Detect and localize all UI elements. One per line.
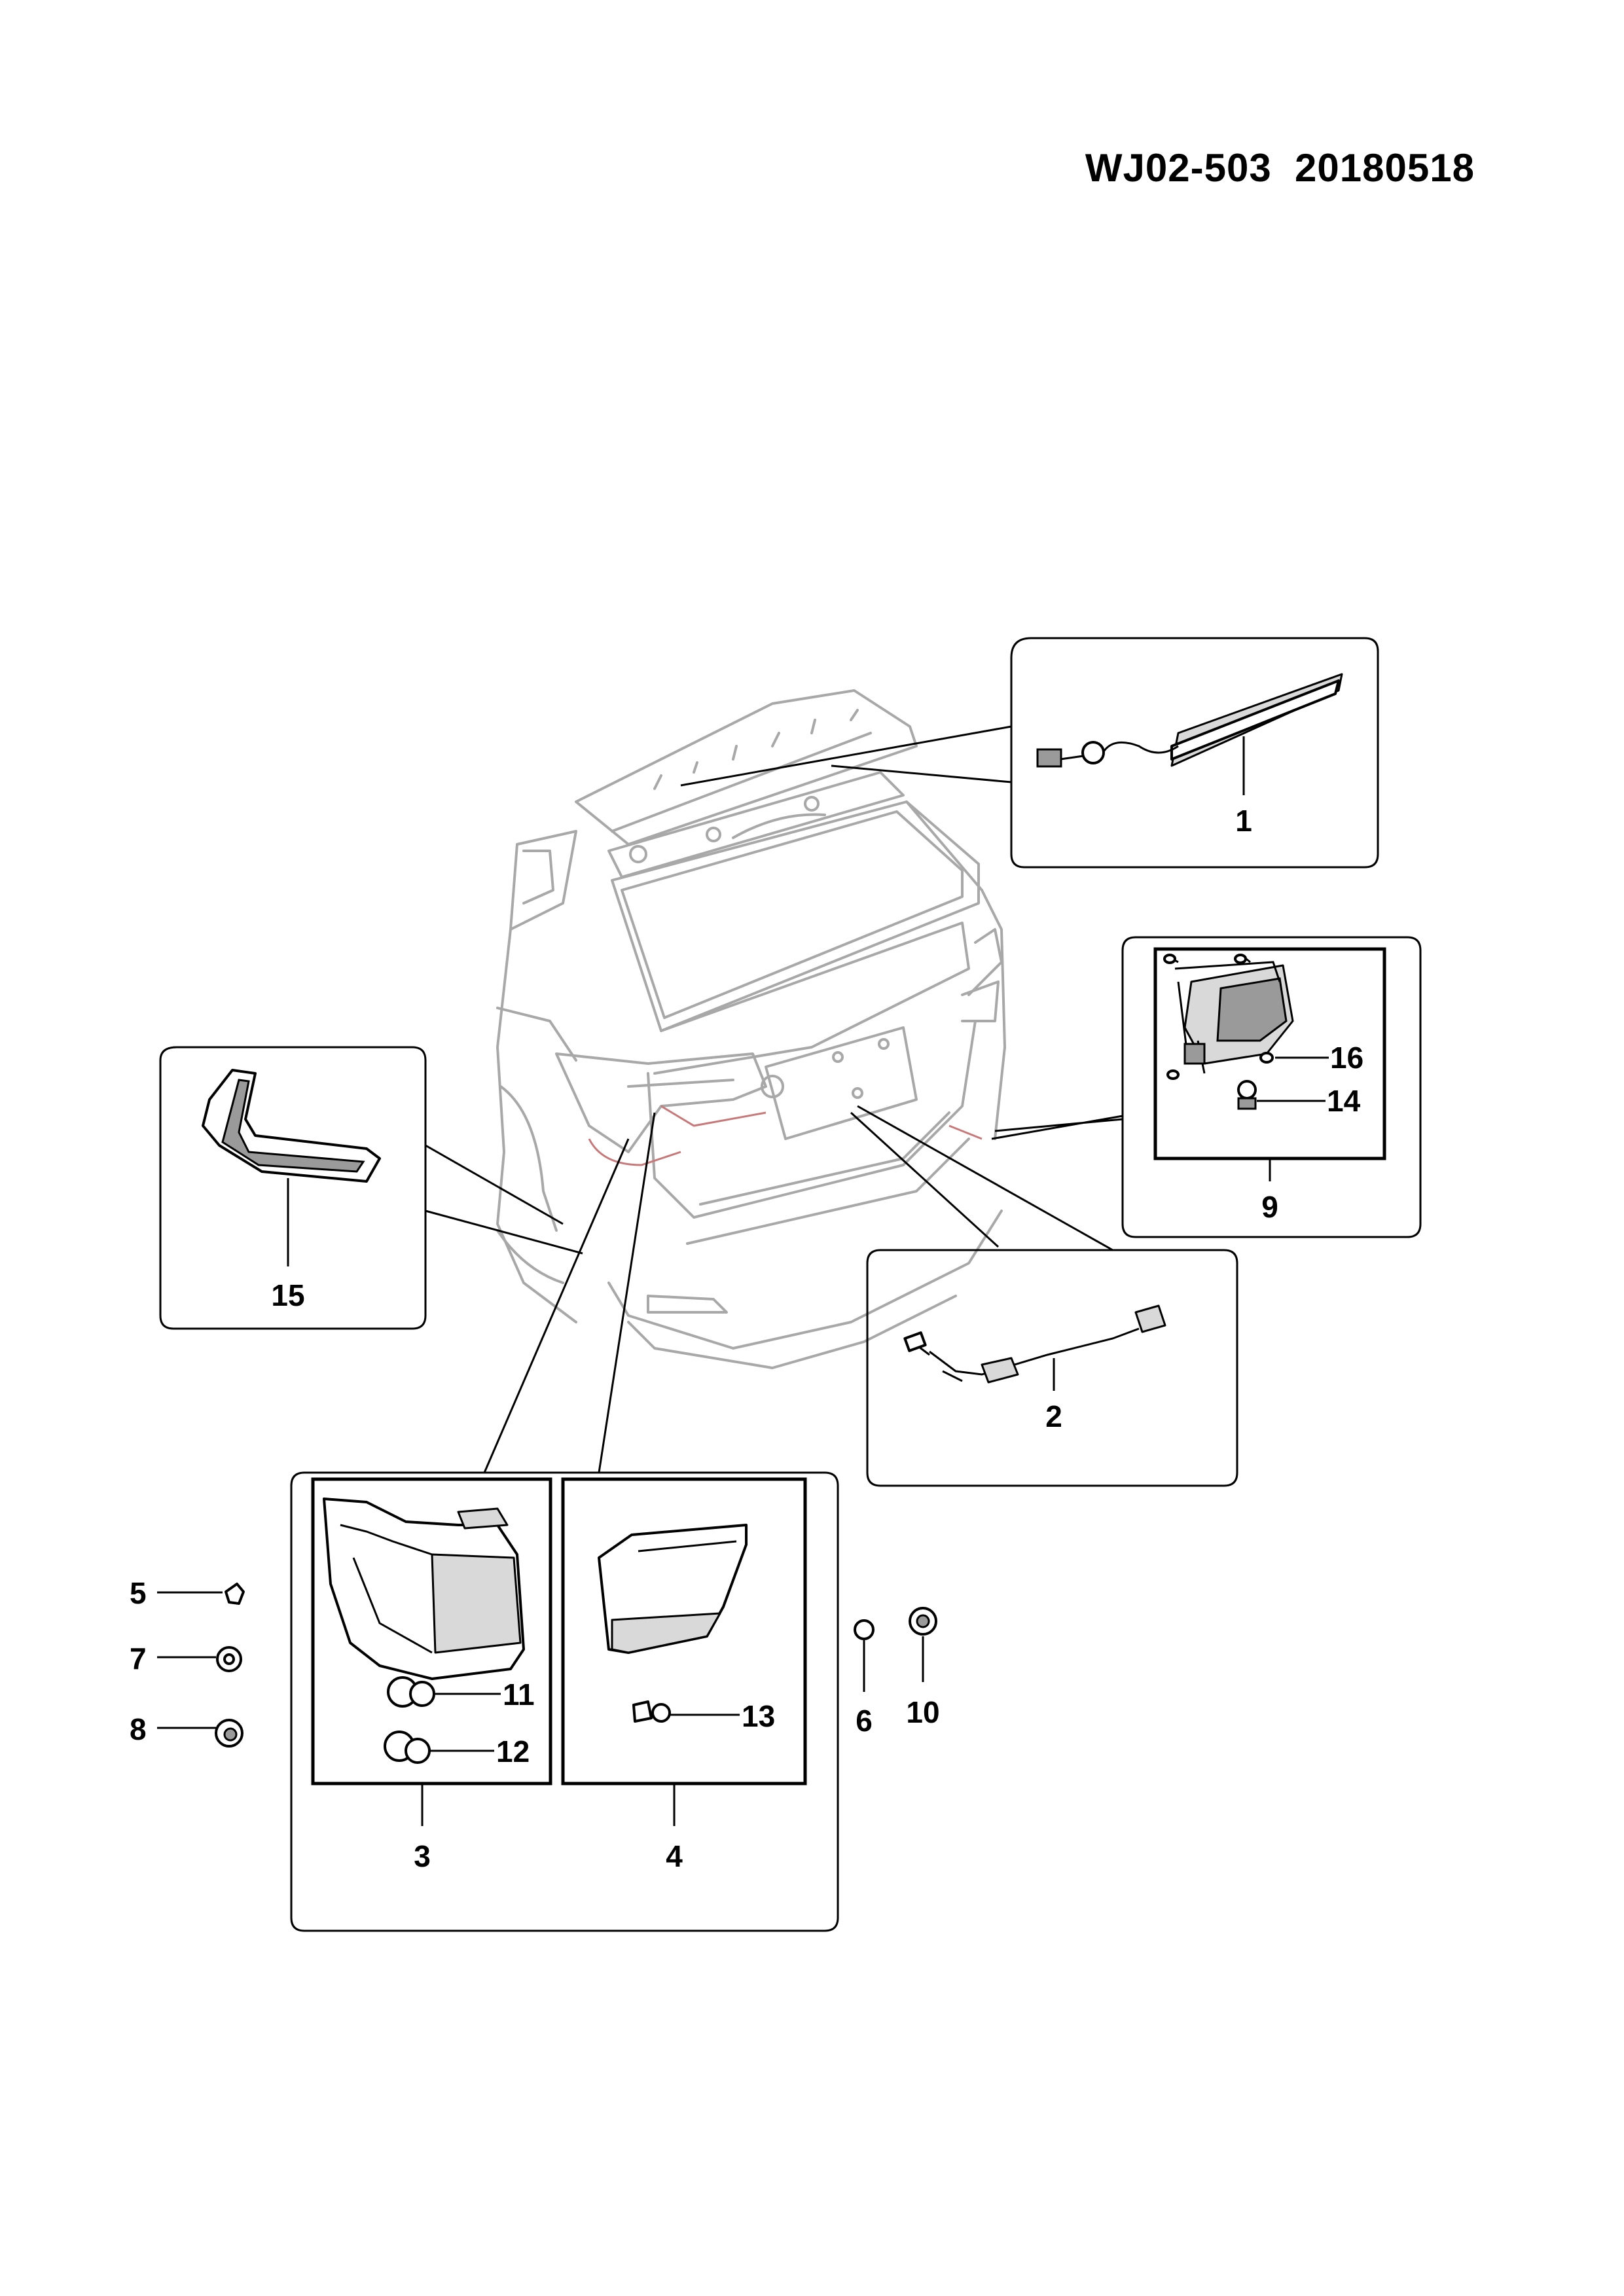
tail-lamp-outer — [323, 1498, 525, 1680]
tail-lamp-inner-frame — [561, 1477, 807, 1785]
bulb-socket-12 — [384, 1731, 431, 1764]
grommet-8: 8 — [130, 1712, 244, 1748]
callout-number-10: 10 — [906, 1695, 939, 1729]
fastener-5: 5 — [130, 1576, 245, 1610]
tail-lamp-outer-frame — [311, 1477, 552, 1785]
callout-number-2: 2 — [1045, 1399, 1062, 1433]
license-lamp-harness — [903, 1304, 1166, 1384]
high-mount-stop-lamp — [1036, 673, 1343, 768]
grommet-10: 10 — [906, 1607, 940, 1729]
drawing-code: WJ02-503 — [1085, 146, 1272, 190]
callout-number-16: 16 — [1330, 1041, 1363, 1075]
rear-reflector-trim — [202, 1069, 381, 1183]
callout-number-14: 14 — [1327, 1084, 1361, 1118]
callout-number-13: 13 — [742, 1699, 775, 1733]
callout-number-7: 7 — [130, 1641, 147, 1676]
tail-lamp-inner — [598, 1524, 748, 1654]
bulb-socket-13 — [632, 1700, 671, 1723]
bulb-socket-11 — [387, 1676, 435, 1708]
callout-box-9: 16 14 9 — [991, 936, 1422, 1238]
callout-number-15: 15 — [271, 1278, 304, 1312]
rear-fog-lamp-assembly — [1163, 954, 1294, 1110]
callout-number-4: 4 — [666, 1839, 683, 1873]
callout-number-9: 9 — [1261, 1190, 1278, 1224]
drawing-date: 20180518 — [1295, 146, 1475, 190]
callout-number-1: 1 — [1235, 804, 1252, 838]
callout-box-2: 2 — [850, 1105, 1238, 1487]
callout-number-11: 11 — [503, 1677, 535, 1712]
drawing-header: WJ02-503 20180518 — [1085, 145, 1475, 190]
callout-number-5: 5 — [130, 1576, 147, 1610]
screw-6: 6 — [854, 1619, 875, 1738]
callout-box-15: 15 — [159, 1046, 583, 1330]
callout-box-tail-lamps: 11 12 3 13 4 — [290, 1112, 839, 1932]
vehicle-rear-illustration — [496, 689, 1006, 1369]
callout-number-3: 3 — [414, 1839, 431, 1873]
callout-number-8: 8 — [130, 1712, 147, 1746]
callout-number-6: 6 — [856, 1704, 873, 1738]
nut-7: 7 — [130, 1641, 242, 1676]
callout-box-1: 1 — [680, 637, 1379, 869]
callout-number-12: 12 — [496, 1734, 530, 1768]
